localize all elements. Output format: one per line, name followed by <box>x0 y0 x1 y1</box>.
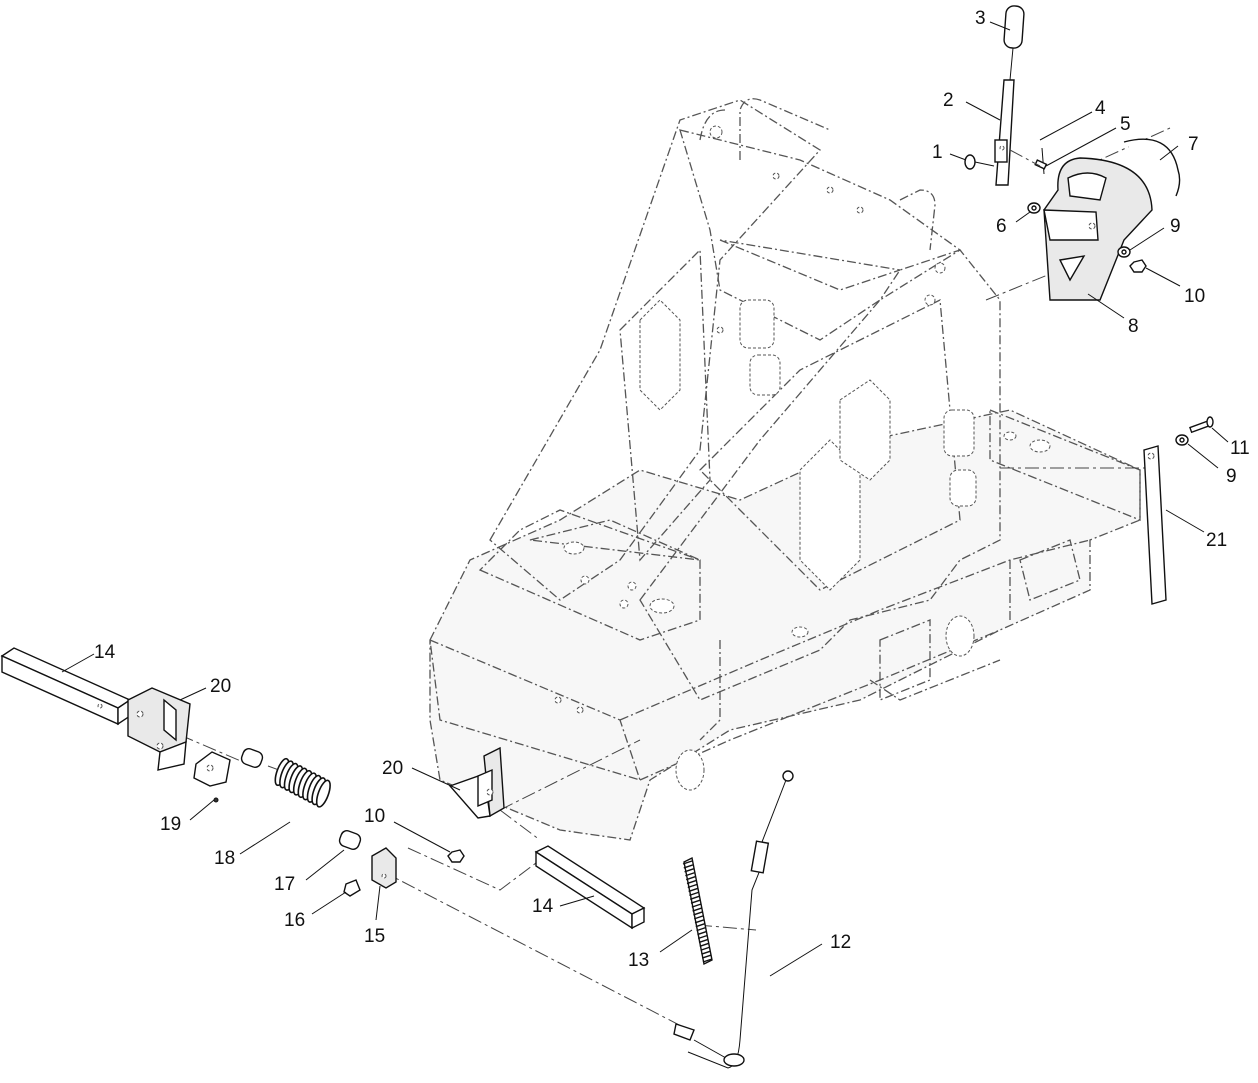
machine-frame <box>429 98 1141 841</box>
rod-thread <box>693 915 704 920</box>
callout-18: 18 <box>214 848 235 869</box>
assembly-lines <box>129 127 1171 1029</box>
rod-thread <box>692 907 702 912</box>
part-13-threaded-rod <box>682 856 713 966</box>
part-3-handle-grip <box>1003 5 1025 81</box>
rod-thread <box>699 942 710 947</box>
callout-13: 13 <box>628 950 649 971</box>
rod-thread <box>696 926 706 932</box>
callout-14-right: 14 <box>532 896 554 917</box>
rod-thread <box>687 883 698 889</box>
callout-8: 8 <box>1128 316 1139 337</box>
callout-9-lower: 9 <box>1226 466 1237 487</box>
part-14-square-bar-right <box>534 845 646 930</box>
part-17-spacer <box>338 830 362 850</box>
part-9-washer-lower <box>1175 434 1189 446</box>
rod-thread <box>689 895 700 900</box>
part-6-washer <box>1027 202 1041 214</box>
part-14-square-bar-left <box>0 647 132 726</box>
callout-12: 12 <box>830 932 851 953</box>
part-11-bolt <box>1189 416 1214 434</box>
callout-5: 5 <box>1120 114 1131 135</box>
callout-10-lower: 10 <box>364 806 385 827</box>
part-1-bolt <box>964 154 995 170</box>
part-9-washer-upper <box>1117 246 1131 258</box>
rod-thread <box>685 872 695 877</box>
callout-20-left: 20 <box>210 676 231 697</box>
callout-20-center: 20 <box>382 758 403 779</box>
part-12-control-cable <box>673 770 794 1069</box>
callout-15: 15 <box>364 926 385 947</box>
rod-thread <box>684 868 694 873</box>
rod-thread <box>695 923 706 928</box>
part-16-screw <box>343 879 361 897</box>
callout-3: 3 <box>975 8 986 29</box>
part-2-control-lever <box>994 79 1015 186</box>
callout-9-upper: 9 <box>1170 216 1181 237</box>
rod-thread <box>688 887 698 893</box>
spring-coil <box>315 779 331 808</box>
callout-10-upper: 10 <box>1184 286 1205 307</box>
rod-thread <box>689 891 699 897</box>
part-10-nut-lower <box>447 849 465 863</box>
callout-7: 7 <box>1188 134 1199 155</box>
part-20-bracket-left <box>127 687 191 771</box>
part-10-nut-upper <box>1129 259 1147 273</box>
callout-6: 6 <box>996 216 1007 237</box>
rod-thread <box>682 860 693 865</box>
part-19-clevis <box>193 748 264 803</box>
part-20-bracket-center <box>448 746 505 819</box>
callout-labels: 3 2 4 5 1 7 6 9 10 8 11 9 21 14 20 19 18… <box>94 8 1250 971</box>
callout-4: 4 <box>1095 98 1106 119</box>
rod-thread <box>697 930 707 936</box>
part-15-block <box>371 847 397 889</box>
rod-thread <box>694 919 705 924</box>
rod-thread <box>685 876 696 881</box>
rod-thread <box>700 946 710 951</box>
rod-thread <box>693 911 703 916</box>
rod-thread <box>683 864 694 869</box>
callout-21: 21 <box>1206 530 1227 551</box>
callout-leaders <box>61 21 1229 977</box>
rod-thread <box>701 950 711 955</box>
rod-thread <box>698 938 709 944</box>
callout-14-left: 14 <box>94 642 116 663</box>
callout-16: 16 <box>284 910 305 931</box>
part-8-quadrant-bracket <box>1043 157 1153 301</box>
part-7-trim-strip <box>1123 138 1181 197</box>
callout-17: 17 <box>274 874 295 895</box>
rod-thread <box>697 934 708 940</box>
callout-19: 19 <box>160 814 181 835</box>
rod-thread <box>702 958 713 963</box>
callout-1: 1 <box>932 142 943 163</box>
part-21-strap <box>1143 445 1167 605</box>
part-18-spring <box>274 757 331 808</box>
rod-thread <box>686 879 697 885</box>
rod-thread <box>690 899 701 904</box>
part-5-clevis-pin <box>1009 149 1048 170</box>
callout-11: 11 <box>1230 438 1250 459</box>
callout-2: 2 <box>943 90 954 111</box>
part-4-cotter-pin <box>1041 147 1045 175</box>
rod-thread <box>701 954 712 959</box>
rod-thread <box>691 903 702 908</box>
